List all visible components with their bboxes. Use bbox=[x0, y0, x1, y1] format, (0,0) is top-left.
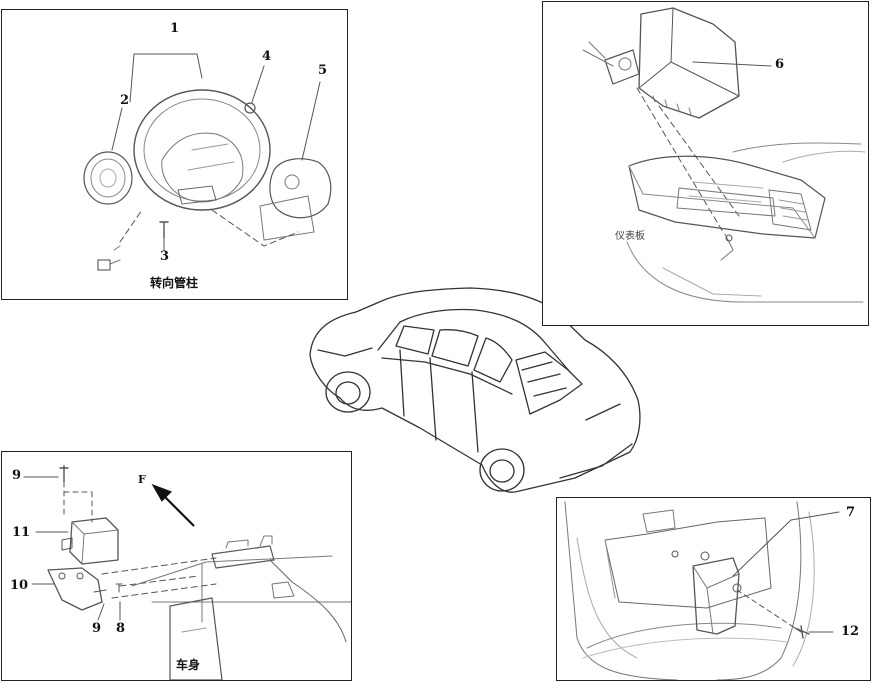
callout-10: 10 bbox=[10, 578, 29, 593]
callout-7: 7 bbox=[846, 505, 856, 520]
callout-9-bottom: 9 bbox=[92, 621, 102, 636]
callout-12: 12 bbox=[841, 624, 860, 639]
callout-9-top: 9 bbox=[12, 468, 22, 483]
callout-4: 4 bbox=[262, 49, 272, 64]
callout-8: 8 bbox=[116, 621, 126, 636]
body-label: 车身 bbox=[176, 658, 201, 672]
side-bracket-panel: 7 12 bbox=[556, 497, 871, 681]
callout-2: 2 bbox=[120, 93, 130, 108]
callout-5: 5 bbox=[318, 63, 328, 78]
front-direction-label: F bbox=[138, 473, 146, 486]
callout-11: 11 bbox=[12, 525, 31, 540]
instrument-panel-panel: 6 仪表板 bbox=[542, 1, 869, 326]
callout-1: 1 bbox=[170, 21, 180, 36]
steering-column-label: 转向管柱 bbox=[150, 276, 199, 290]
steering-wheel-panel: 1 2 3 4 5 转向管柱 bbox=[1, 9, 348, 300]
steering-wheel-drawing bbox=[83, 53, 332, 271]
side-bracket-drawing bbox=[564, 501, 840, 680]
control-unit-drawing bbox=[23, 465, 351, 680]
callout-3: 3 bbox=[160, 249, 170, 264]
callout-6: 6 bbox=[775, 57, 785, 72]
control-unit-panel: 9 11 10 9 8 F 车身 bbox=[1, 451, 352, 681]
instrument-panel-label: 仪表板 bbox=[615, 231, 645, 242]
instrument-panel-drawing bbox=[582, 7, 866, 303]
